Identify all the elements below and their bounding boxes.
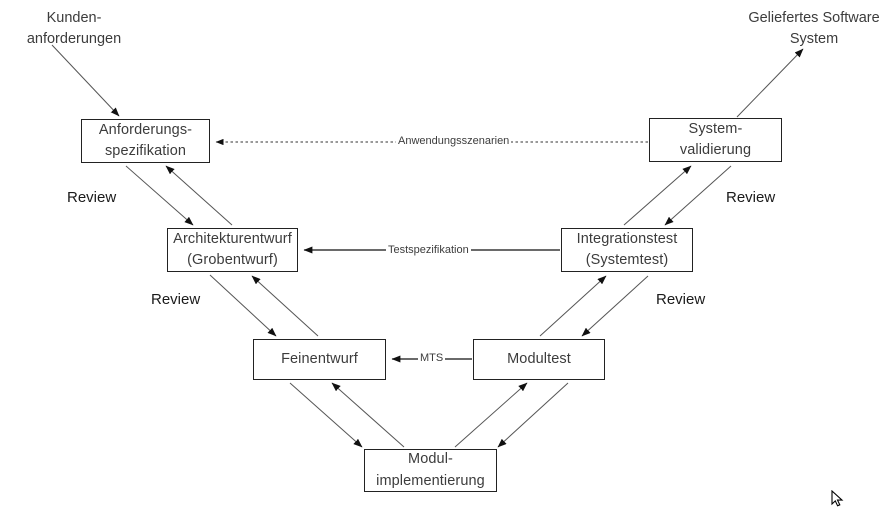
edge-systemvalidierung-to-integrationstest <box>664 165 732 226</box>
edge-integrationstest-to-modultest <box>581 275 649 337</box>
node-label: Feinentwurf <box>281 350 358 367</box>
mouse-pointer-icon <box>831 490 844 507</box>
edge-architekturentwurf-to-feinentwurf <box>209 274 277 337</box>
node-label: Architekturentwurf (Grobentwurf) <box>173 230 292 268</box>
label-mts: MTS <box>418 352 446 366</box>
edge-modultest-to-modulimplementierung <box>497 382 569 448</box>
node-label: Anforderungs- spezifikation <box>98 121 193 159</box>
label-review-architektur: Review <box>151 291 201 308</box>
edge-integrationstest-to-systemvalidierung <box>623 165 692 226</box>
node-integrationstest[interactable]: Integrationstest (Systemtest) <box>561 228 693 272</box>
edge-architekturentwurf-to-anforderungsspezifikation <box>165 165 233 226</box>
edge-modultest-to-integrationstest <box>539 275 607 337</box>
edge-modulimplementierung-to-modultest <box>454 382 528 448</box>
label-review-anforderungen: Review <box>67 189 117 206</box>
node-label: System- validierung <box>679 120 752 158</box>
edge-systemvalidierung-to-geliefertes-system <box>736 48 804 118</box>
edge-anforderungsspezifikation-to-architekturentwurf <box>125 165 194 226</box>
label-review-integration: Review <box>656 291 706 308</box>
node-modulimplementierung[interactable]: Modul- implementierung <box>364 449 497 492</box>
node-label: Integrationstest (Systemtest) <box>576 230 678 268</box>
label-anwendungsszenarien: Anwendungsszenarien <box>396 135 512 149</box>
edge-kundenanforderungen-to-anforderungsspezifikation <box>51 44 120 117</box>
label-testspezifikation: Testspezifikation <box>386 244 471 258</box>
node-feinentwurf[interactable]: Feinentwurf <box>253 339 386 380</box>
node-systemvalidierung[interactable]: System- validierung <box>649 118 782 162</box>
edge-modulimplementierung-to-feinentwurf <box>331 382 405 448</box>
node-modultest[interactable]: Modultest <box>473 339 605 380</box>
node-architekturentwurf[interactable]: Architekturentwurf (Grobentwurf) <box>167 228 298 272</box>
label-geliefertes-software-system: Geliefertes Software System <box>748 10 880 48</box>
node-label: Modultest <box>507 350 571 367</box>
edge-feinentwurf-to-architekturentwurf <box>251 275 319 337</box>
label-kundenanforderungen: Kunden- anforderungen <box>26 10 122 48</box>
node-label: Modul- implementierung <box>376 451 485 489</box>
label-review-validierung: Review <box>726 189 776 206</box>
node-anforderungsspezifikation[interactable]: Anforderungs- spezifikation <box>81 119 210 163</box>
edge-feinentwurf-to-modulimplementierung <box>289 382 363 448</box>
